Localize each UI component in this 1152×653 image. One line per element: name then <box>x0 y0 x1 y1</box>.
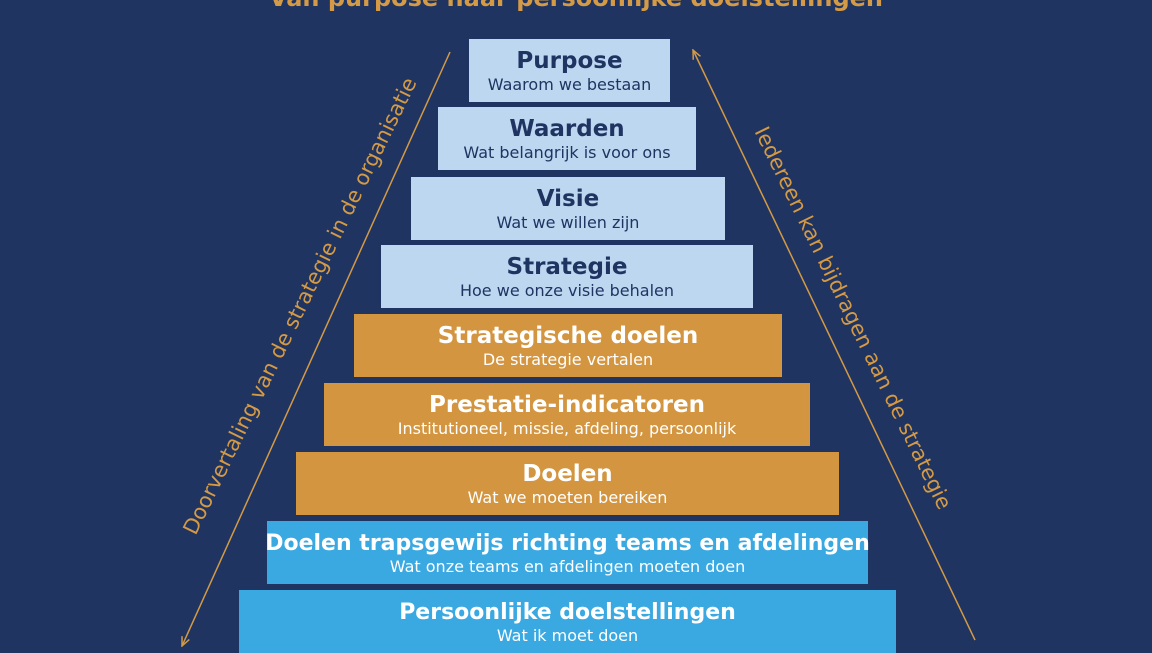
right-arrow <box>693 50 976 641</box>
tier-subtitle: Wat onze teams en afdelingen moeten doen <box>389 556 746 576</box>
tier-subtitle: Waarom we bestaan <box>487 74 652 94</box>
tier-doelen-trapsgewijs: Doelen trapsgewijs richting teams en afd… <box>265 521 870 584</box>
tier-title: Waarden <box>509 115 625 142</box>
tier-title: Purpose <box>516 47 623 74</box>
tier-persoonlijke-doelstellingen: Persoonlijke doelstellingen Wat ik moet … <box>239 590 896 653</box>
tier-subtitle: Wat we willen zijn <box>496 212 640 232</box>
tier-subtitle: Wat ik moet doen <box>496 625 639 645</box>
tier-strategie: Strategie Hoe we onze visie behalen <box>381 245 753 308</box>
tier-title: Doelen <box>522 460 613 487</box>
tier-subtitle: Hoe we onze visie behalen <box>459 280 675 300</box>
tier-title: Strategie <box>506 253 628 280</box>
tier-waarden: Waarden Wat belangrijk is voor ons <box>438 107 696 170</box>
tier-strategische-doelen: Strategische doelen De strategie vertale… <box>354 314 782 377</box>
tier-subtitle: Institutioneel, missie, afdeling, persoo… <box>397 418 737 438</box>
tier-purpose: Purpose Waarom we bestaan <box>469 39 670 102</box>
tier-subtitle: Wat we moeten bereiken <box>467 487 668 507</box>
tier-subtitle: De strategie vertalen <box>482 349 654 369</box>
page-title: Van purpose naar persoonlijke doelstelli… <box>0 0 1152 12</box>
tier-doelen: Doelen Wat we moeten bereiken <box>296 452 839 515</box>
tier-title: Strategische doelen <box>437 322 699 349</box>
tier-title: Persoonlijke doelstellingen <box>399 599 736 625</box>
tier-subtitle: Wat belangrijk is voor ons <box>463 142 671 162</box>
tier-title: Prestatie-indicatoren <box>429 391 705 418</box>
tier-visie: Visie Wat we willen zijn <box>411 177 725 240</box>
tier-title: Visie <box>536 185 600 212</box>
tier-prestatie-indicatoren: Prestatie-indicatoren Institutioneel, mi… <box>324 383 810 446</box>
left-arrow <box>182 51 451 646</box>
tier-title: Doelen trapsgewijs richting teams en afd… <box>265 530 870 556</box>
